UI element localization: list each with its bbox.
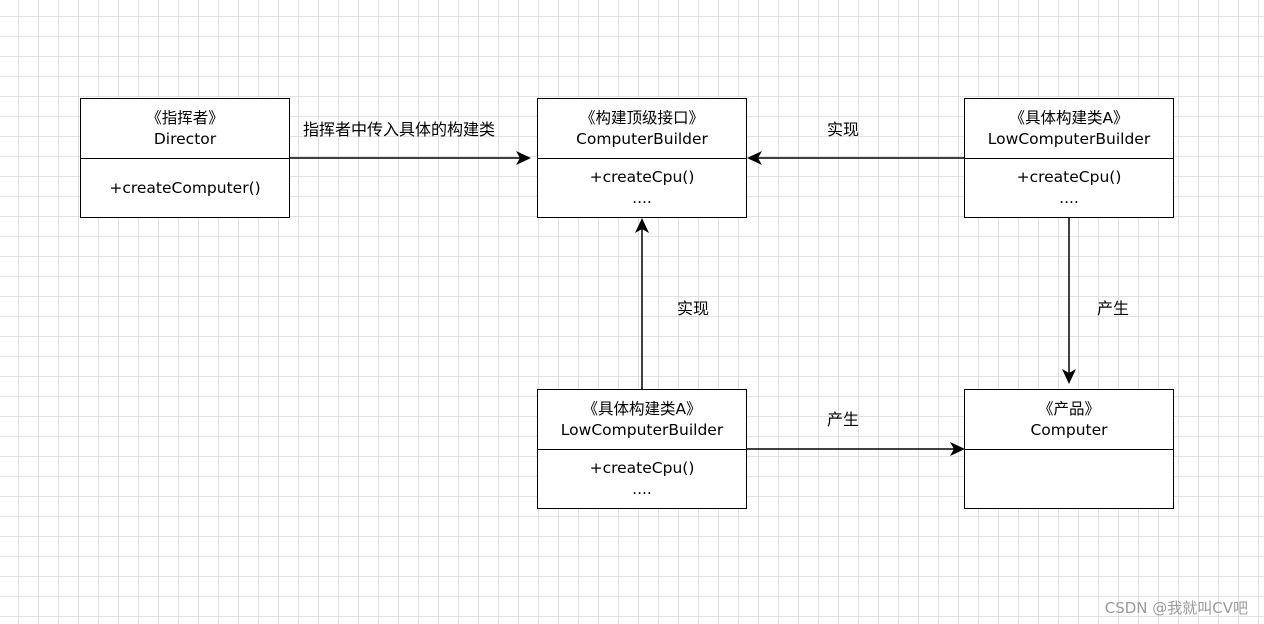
concrete-builder-top-header: 《具体构建类A》 LowComputerBuilder [965, 99, 1173, 159]
director-member: +createComputer() [109, 178, 261, 197]
edge-label-top-produces: 产生 [1097, 299, 1130, 318]
edge-label-top-implements: 实现 [827, 120, 860, 139]
edge-label-bottom-implements: 实现 [677, 299, 710, 318]
product-class-members [965, 450, 1173, 508]
watermark-text: CSDN @我就叫CV吧 [1104, 599, 1248, 617]
concrete-builder-top-class-box[interactable]: 《具体构建类A》 LowComputerBuilder +createCpu()… [964, 98, 1174, 218]
builder-interface-stereotype: 《构建顶级接口》 [579, 108, 704, 127]
product-class-header: 《产品》 Computer [965, 390, 1173, 450]
concrete-builder-bottom-stereotype: 《具体构建类A》 [582, 399, 702, 418]
concrete-builder-bottom-class-box[interactable]: 《具体构建类A》 LowComputerBuilder +createCpu()… [537, 389, 747, 509]
arrowhead-top-builder-produces [1062, 369, 1076, 384]
director-class-header: 《指挥者》 Director [81, 99, 289, 159]
product-stereotype: 《产品》 [1037, 399, 1100, 418]
director-class-name: Director [153, 129, 217, 148]
builder-interface-member-ellipsis: .... [632, 189, 652, 207]
edge-label-director-to-interface: 指挥者中传入具体的构建类 [303, 120, 496, 139]
concrete-builder-bottom-member: +createCpu() [589, 459, 695, 477]
concrete-builder-top-name: LowComputerBuilder [987, 129, 1151, 148]
builder-interface-member: +createCpu() [589, 168, 695, 186]
concrete-builder-bottom-member-ellipsis: .... [632, 480, 652, 498]
director-stereotype: 《指挥者》 [146, 108, 224, 127]
director-class-members: +createComputer() [81, 159, 289, 217]
concrete-builder-top-members: +createCpu() .... [965, 159, 1173, 217]
product-class-name: Computer [1030, 420, 1108, 439]
concrete-builder-top-member: +createCpu() [1016, 168, 1122, 186]
builder-interface-name: ComputerBuilder [576, 129, 708, 148]
concrete-builder-top-member-ellipsis: .... [1059, 189, 1079, 207]
concrete-builder-bottom-name: LowComputerBuilder [560, 420, 724, 439]
concrete-builder-bottom-members: +createCpu() .... [538, 450, 746, 508]
concrete-builder-bottom-header: 《具体构建类A》 LowComputerBuilder [538, 390, 746, 450]
builder-interface-class-box[interactable]: 《构建顶级接口》 ComputerBuilder +createCpu() ..… [537, 98, 747, 218]
edge-label-bottom-produces: 产生 [827, 410, 860, 429]
builder-interface-members: +createCpu() .... [538, 159, 746, 217]
concrete-builder-top-stereotype: 《具体构建类A》 [1009, 108, 1129, 127]
director-class-box[interactable]: 《指挥者》 Director +createComputer() [80, 98, 290, 218]
arrowhead-bottom-builder-produces [950, 442, 965, 456]
arrowhead-director-to-interface [516, 151, 531, 165]
builder-interface-header: 《构建顶级接口》 ComputerBuilder [538, 99, 746, 159]
arrowhead-top-builder-implements [747, 151, 762, 165]
arrowhead-bottom-builder-implements [635, 218, 649, 233]
product-class-box[interactable]: 《产品》 Computer [964, 389, 1174, 509]
